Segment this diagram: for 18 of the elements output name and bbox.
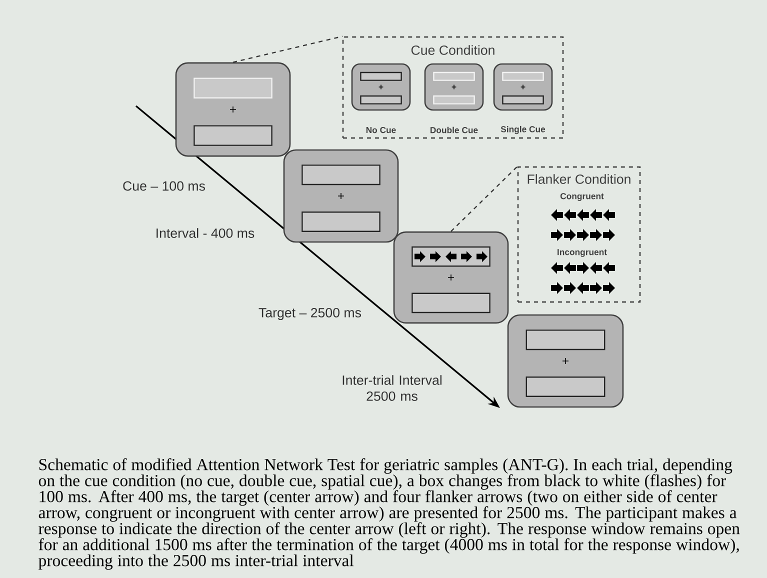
screen-box: [393, 231, 509, 324]
duration-label: Cue – 100 ms: [123, 181, 205, 191]
condition-label: No Cue: [366, 126, 396, 134]
row-heading: Incongruent: [558, 249, 607, 257]
panel-title: Cue Condition: [411, 45, 494, 55]
panel-title: Flanker Condition: [528, 174, 630, 184]
duration-label: Target – 2500 ms: [258, 308, 362, 320]
screen-box: [283, 149, 399, 243]
screen-box: [175, 62, 291, 157]
caption: Schematic of modified Attention Network Test for geriatric samples (ANT-G). In each trial, depending on the cue condition (no cue, double cue, spatial cue), a box changes from black to white (flashes) for 100 ms. After 400 ms, the target (center arrow) and four flanker arrows (two on either side of center arrow, congruent or incongruent with center arrow) are presented for 2500 ms. The participant makes a response to indicate the direction of the center arrow (left or right). The response window remains open for an additional 1500 ms after the termination of the target (4000 ms in total for the response window), proceeding into the 2500 ms inter-trial interval: [38, 458, 740, 570]
duration-label: Inter-trial Interval 2500 ms: [342, 375, 442, 401]
dashed-connector: [232, 36, 343, 63]
condition-label: Double Cue: [430, 126, 478, 134]
duration-label: Interval - 400 ms: [156, 228, 254, 238]
row-heading: Congruent: [560, 193, 604, 201]
condition-label: Single Cue: [500, 126, 546, 134]
dashed-connector: [450, 166, 518, 232]
screen-box: [507, 314, 624, 408]
